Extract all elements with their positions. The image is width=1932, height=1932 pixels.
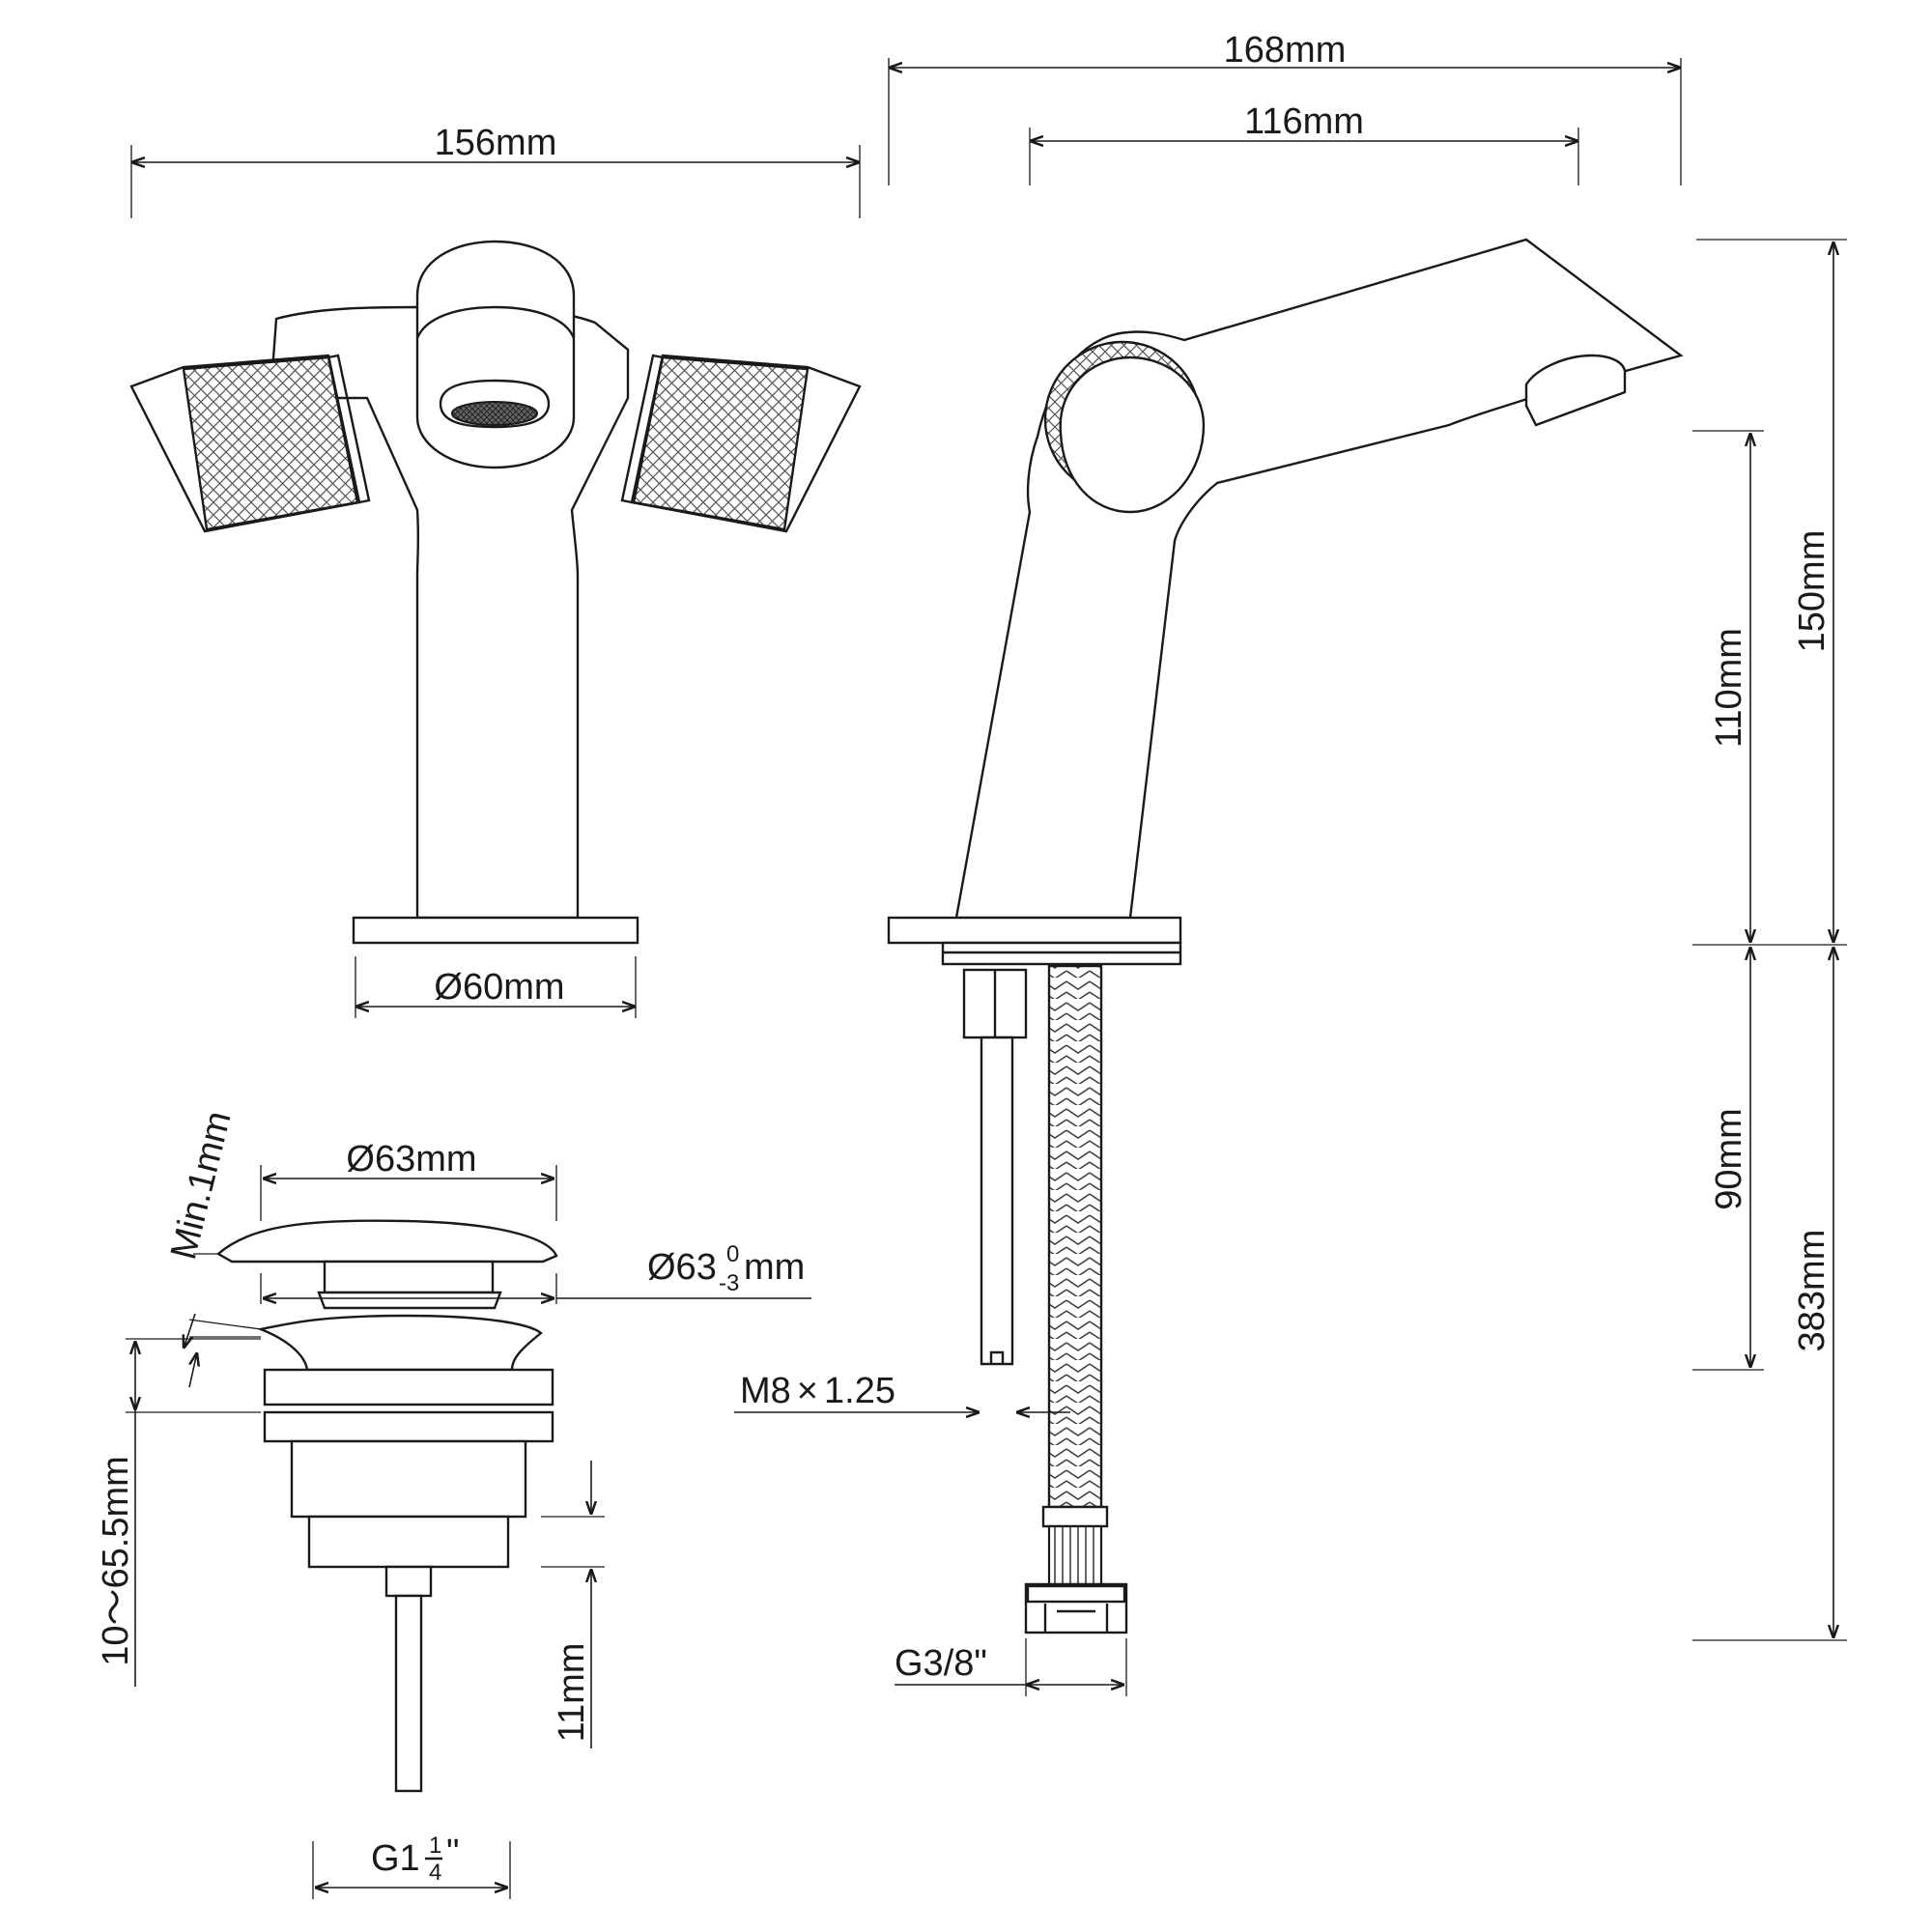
side-knob-face bbox=[1059, 355, 1206, 514]
waste-body-unit: mm bbox=[744, 1247, 805, 1288]
waste-cap-stem bbox=[323, 1260, 495, 1294]
waste-gap-label: Min.1mm bbox=[163, 1107, 240, 1264]
dim-waste-body: Ø63 0 -3 mm bbox=[260, 1241, 811, 1304]
dim-side-length: 168mm bbox=[888, 30, 1682, 185]
front-width-label: 156mm bbox=[435, 123, 557, 163]
front-left-knurl bbox=[182, 355, 359, 531]
waste-thread bbox=[307, 1515, 510, 1569]
dim-waste-step: 11mm bbox=[541, 1461, 605, 1748]
dim-waste-cap: Ø63mm bbox=[260, 1139, 557, 1221]
side-view bbox=[887, 238, 1684, 1634]
spout-height-label: 110mm bbox=[1709, 628, 1749, 748]
front-base-plate bbox=[352, 916, 639, 945]
hose-length-label: 383mm bbox=[1792, 1230, 1833, 1352]
side-threaded-rod bbox=[980, 1036, 1014, 1366]
waste-thread-quote: " bbox=[446, 1833, 460, 1873]
dim-waste-thread: G1 1 4 " bbox=[312, 1833, 511, 1899]
spout-reach-label: 116mm bbox=[1244, 101, 1364, 142]
thread-pitch: 1.25 bbox=[824, 1371, 895, 1411]
waste-cap-diameter-label: Ø63mm bbox=[346, 1139, 476, 1179]
waste-thread-numerator: 1 bbox=[429, 1833, 441, 1859]
waste-step-label: 11mm bbox=[552, 1643, 592, 1743]
thread-spec: M8 bbox=[740, 1371, 791, 1411]
waste-tail bbox=[394, 1594, 423, 1793]
waste-tolerance-lower: -3 bbox=[719, 1270, 739, 1296]
waste-body-label: Ø63 bbox=[647, 1247, 717, 1288]
dim-waste-range: 10～65.5mm bbox=[96, 1338, 261, 1687]
base-diameter-label: Ø60mm bbox=[434, 967, 564, 1008]
dim-spout-reach: 116mm bbox=[1029, 101, 1579, 185]
waste-body bbox=[290, 1439, 527, 1519]
side-braided-hose bbox=[1047, 964, 1103, 1509]
dim-heights: 150mm 110mm 90mm 383mm bbox=[1692, 239, 1847, 1641]
side-length-label: 168mm bbox=[1224, 30, 1347, 71]
dim-hose-connection: G3/8" bbox=[895, 1638, 1127, 1696]
side-body bbox=[954, 238, 1684, 920]
side-spout-outlet bbox=[1524, 354, 1627, 427]
waste-seal bbox=[317, 1291, 502, 1310]
waste-range-label: 10～65.5mm bbox=[96, 1456, 136, 1666]
side-hose-ferrule bbox=[1047, 1524, 1103, 1586]
dim-front-width: 156mm bbox=[130, 123, 861, 218]
thread-label: M8×1.25 bbox=[740, 1371, 895, 1411]
front-right-knurl bbox=[632, 355, 810, 531]
waste-nut bbox=[384, 1565, 433, 1598]
dim-base-diameter: Ø60mm bbox=[355, 956, 637, 1018]
hose-connection-label: G3/8" bbox=[895, 1643, 987, 1684]
waste-body-diameter: Ø63 bbox=[647, 1247, 717, 1288]
dim-thread: M8×1.25 bbox=[734, 1371, 1070, 1412]
waste-flange bbox=[256, 1314, 543, 1372]
thread-times-symbol: × bbox=[797, 1371, 818, 1411]
waste-thread-base: G1 bbox=[371, 1838, 420, 1879]
waste-cap bbox=[215, 1219, 558, 1264]
front-top-cylinder bbox=[415, 240, 576, 469]
waste-tolerance-upper: 0 bbox=[726, 1241, 739, 1267]
side-hose-collar bbox=[1041, 1505, 1109, 1528]
total-height-label: 150mm bbox=[1792, 530, 1833, 653]
waste-view bbox=[215, 1219, 558, 1793]
waste-thread-denominator: 4 bbox=[429, 1860, 441, 1886]
shank-length-label: 90mm bbox=[1709, 1108, 1749, 1210]
waste-body-ring bbox=[263, 1368, 554, 1406]
waste-body-washer bbox=[263, 1410, 554, 1443]
front-view bbox=[129, 240, 862, 945]
side-base-plate bbox=[887, 916, 1182, 945]
